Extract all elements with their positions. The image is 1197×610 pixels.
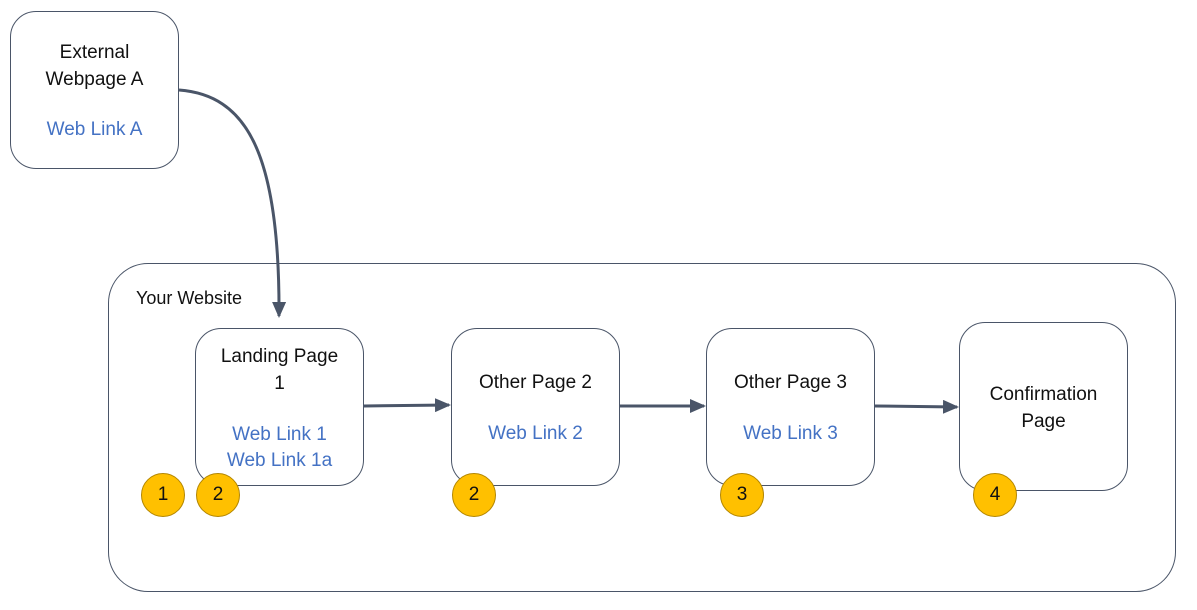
step-badge-3: 3	[720, 473, 764, 517]
external-webpage-title: External Webpage A	[45, 42, 144, 90]
confirmation-page-node: Confirmation Page	[959, 322, 1128, 491]
other-page-2-title: Other Page 2	[478, 372, 593, 393]
arrow-landing-to-page2	[363, 398, 451, 413]
other-page-2-node: Other Page 2 Web Link 2	[451, 328, 620, 486]
arrow-external-to-landing	[178, 88, 287, 318]
step-badge-4: 4	[973, 473, 1017, 517]
landing-page-title: Landing Page 1	[220, 346, 339, 394]
arrow-page3-to-confirmation	[874, 399, 959, 414]
step-badge-1: 1	[141, 473, 185, 517]
external-webpage-node: External Webpage A Web Link A	[10, 11, 179, 169]
web-link-2[interactable]: Web Link 2	[488, 423, 583, 444]
step-badge-2-landing: 2	[196, 473, 240, 517]
web-link-1a[interactable]: Web Link 1a	[226, 450, 333, 471]
step-badge-2-page2: 2	[452, 473, 496, 517]
website-label: Your Website	[136, 288, 243, 308]
landing-page-node: Landing Page 1 Web Link 1 Web Link 1a	[195, 328, 364, 486]
web-link-a[interactable]: Web Link A	[46, 119, 143, 140]
other-page-3-title: Other Page 3	[733, 372, 848, 393]
confirmation-page-title: Confirmation Page	[989, 384, 1098, 432]
web-link-1[interactable]: Web Link 1	[232, 424, 327, 445]
web-link-3[interactable]: Web Link 3	[743, 423, 838, 444]
other-page-3-node: Other Page 3 Web Link 3	[706, 328, 875, 486]
